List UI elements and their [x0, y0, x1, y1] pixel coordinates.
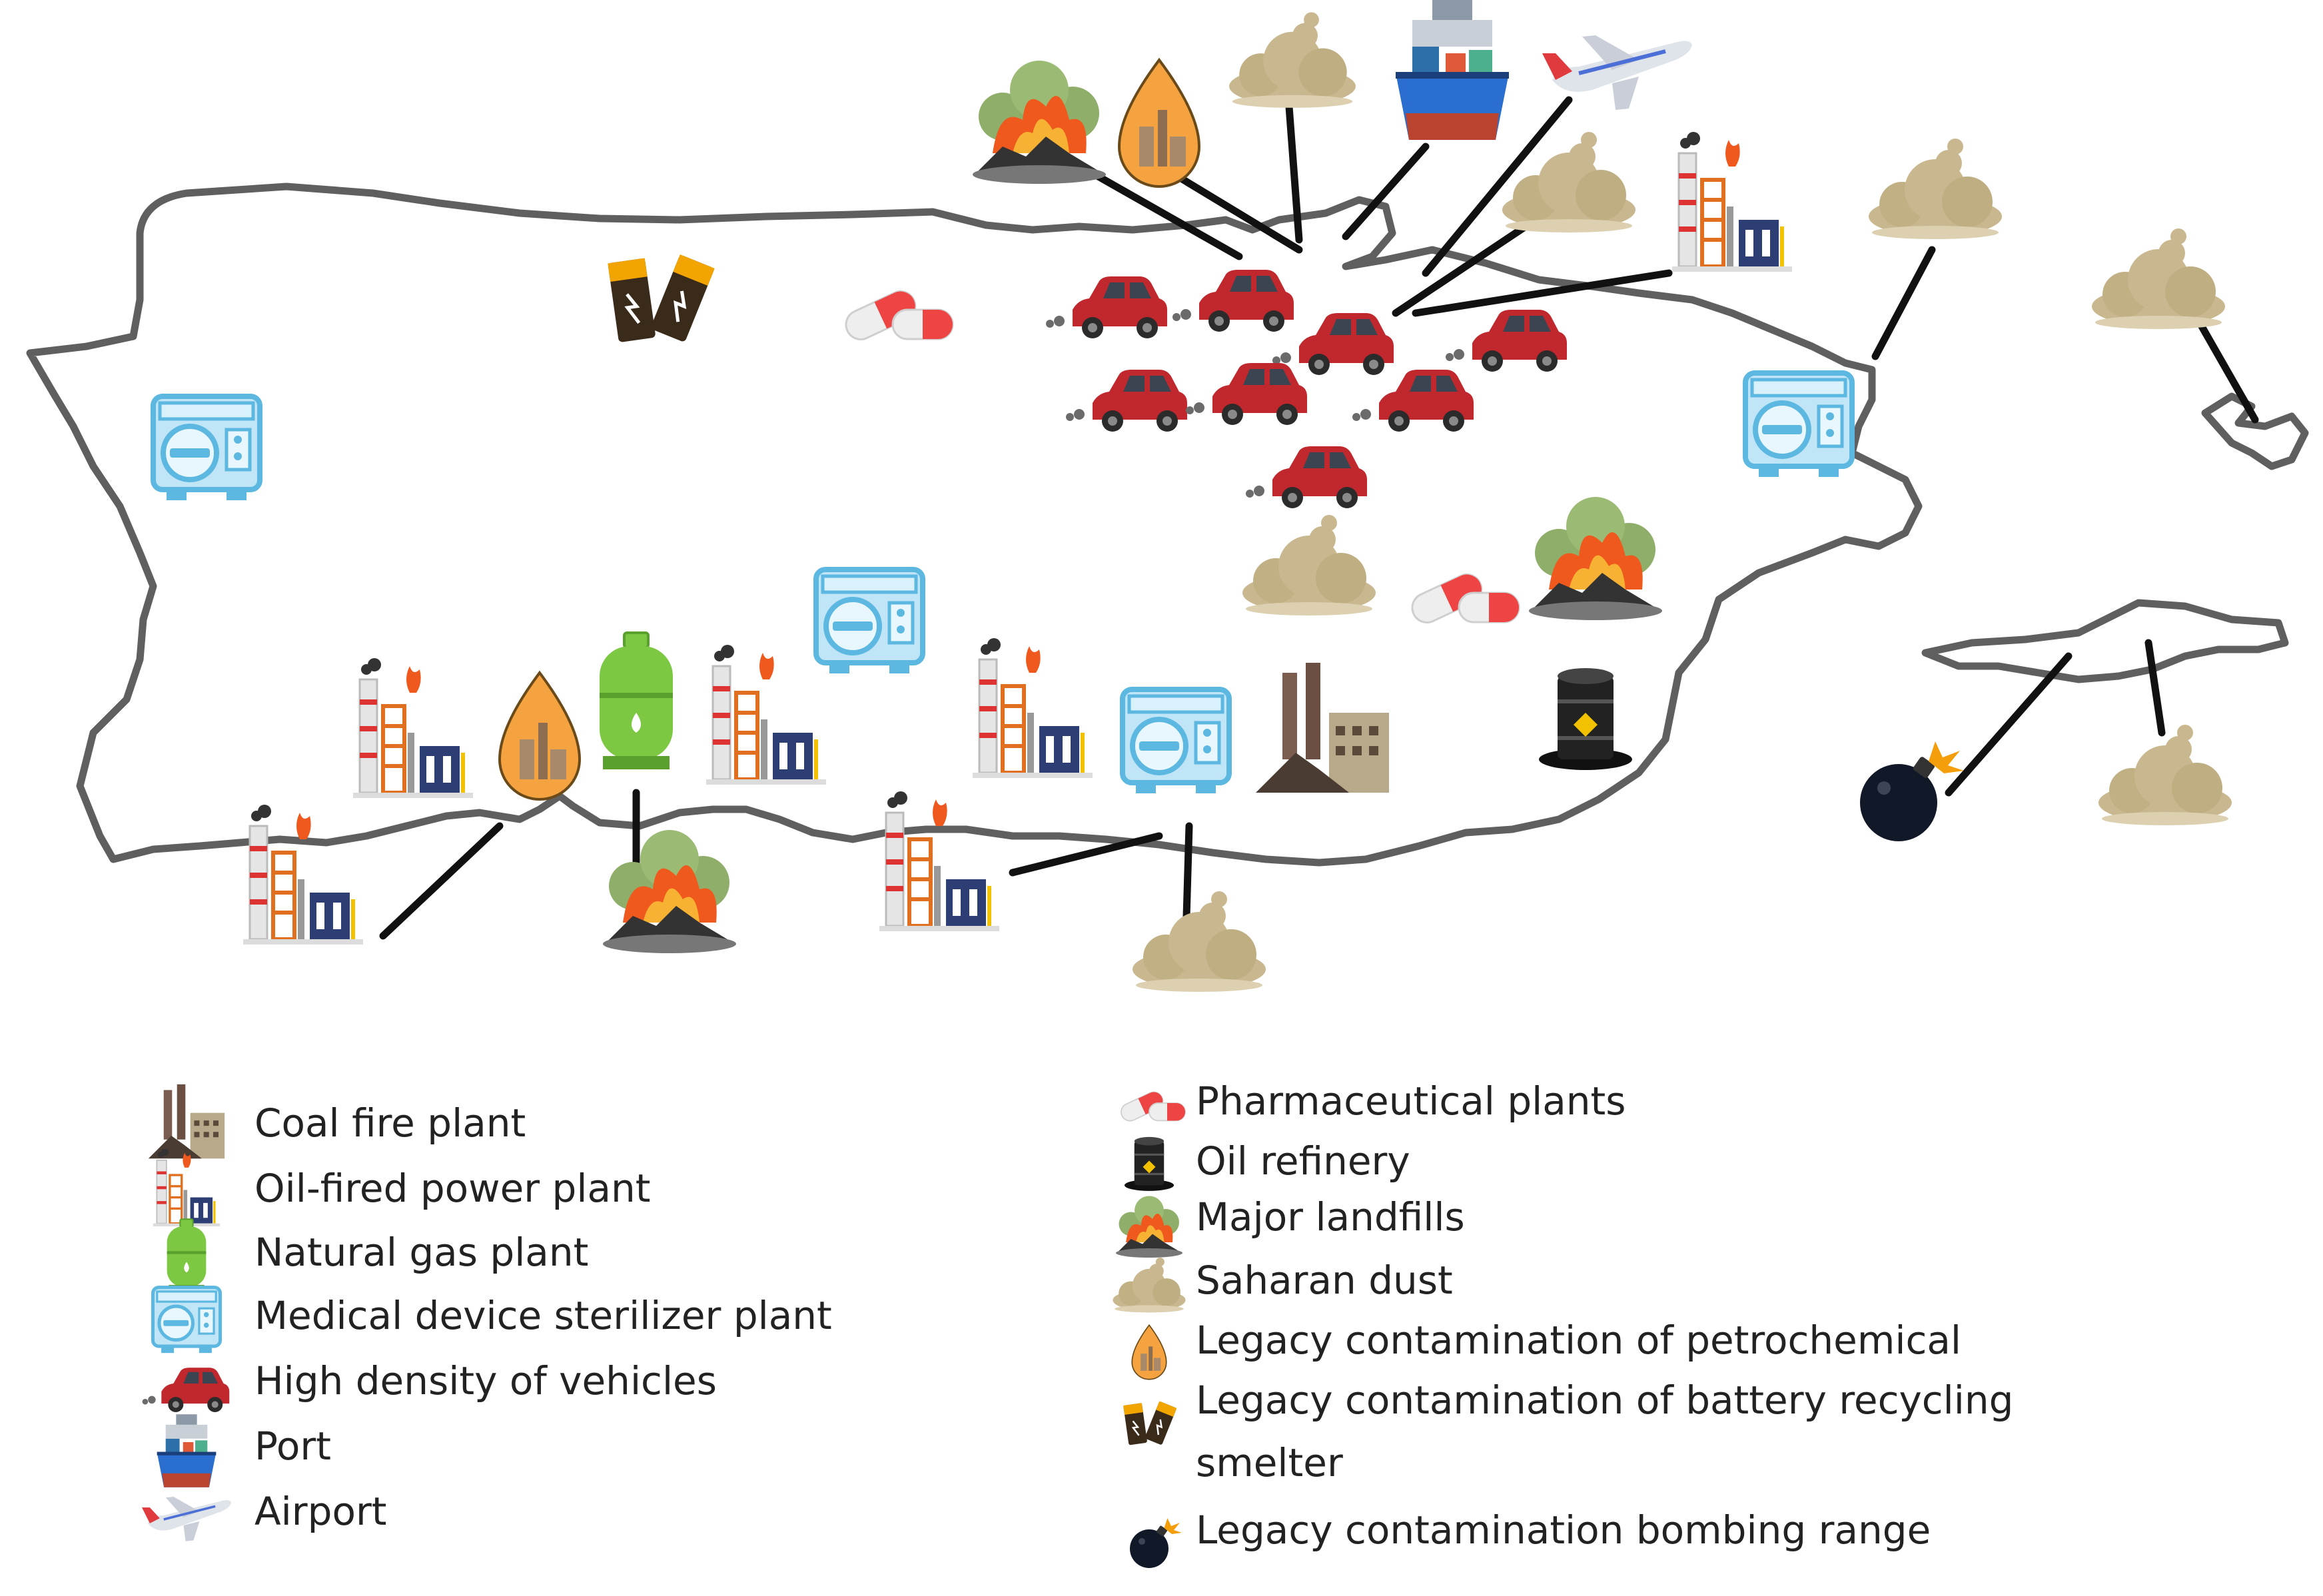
legend-item-battery: Legacy contamination of battery recyclin…: [1109, 1378, 2014, 1494]
legend-label: Major landfills: [1196, 1194, 1465, 1240]
legend-item-port: Port: [140, 1411, 331, 1491]
vieques-coastline: [1921, 599, 2289, 683]
legend-item-refinery: Oil refinery: [1109, 1132, 1410, 1192]
landfill-fire-icon: [1116, 1196, 1182, 1258]
main-island-coastline: [26, 183, 1923, 867]
legend-label: Port: [254, 1423, 331, 1469]
legend-item-airport: Airport: [140, 1477, 387, 1557]
legend-label: Oil refinery: [1196, 1138, 1410, 1184]
legend-label: Pharmaceutical plants: [1196, 1078, 1626, 1124]
legend-item-natural-gas: Natural gas plant: [140, 1216, 588, 1296]
legend-item-landfill: Major landfills: [1109, 1192, 1465, 1259]
airplane-icon: [141, 1495, 232, 1543]
legend-item-vehicles: High density of vehicles: [140, 1347, 717, 1427]
legend-item-pharma: Pharmaceutical plants: [1109, 1072, 1626, 1132]
oil-drop-icon: [1131, 1324, 1167, 1380]
legend-label: Oil-fired power plant: [254, 1166, 651, 1211]
oil-barrel-icon: [1124, 1136, 1174, 1191]
legend-item-petrochem: Legacy contamination of petrochemical: [1109, 1318, 1961, 1382]
legend-label: Legacy contamination bombing range: [1196, 1507, 1931, 1553]
legend-label: Legacy contamination of petrochemical: [1196, 1318, 1961, 1363]
bomb-icon: [1130, 1518, 1182, 1568]
legend-label: Saharan dust: [1196, 1258, 1453, 1303]
legend-item-bombing: Legacy contamination bombing range: [1109, 1507, 1931, 1575]
legend-label: Legacy contamination of battery recyclin…: [1196, 1378, 2014, 1423]
legend-item-sterilizer: Medical device sterilizer plant: [140, 1279, 832, 1359]
legend-label: Airport: [254, 1489, 387, 1534]
dust-cloud-icon: [1113, 1258, 1186, 1313]
legend-label: Medical device sterilizer plant: [254, 1293, 832, 1338]
legend-item-coal: Coal fire plant: [140, 1082, 526, 1162]
legend-item-oil-power: Oil-fired power plant: [140, 1149, 651, 1229]
legend-label: High density of vehicles: [254, 1358, 717, 1403]
legend-item-dust: Saharan dust: [1109, 1256, 1453, 1316]
legend-label: Natural gas plant: [254, 1230, 589, 1275]
battery-icon: [1122, 1400, 1178, 1446]
legend-label: Coal fire plant: [254, 1100, 526, 1146]
pill-icon: [1117, 1088, 1186, 1124]
legend-label: smelter: [1196, 1440, 1343, 1485]
